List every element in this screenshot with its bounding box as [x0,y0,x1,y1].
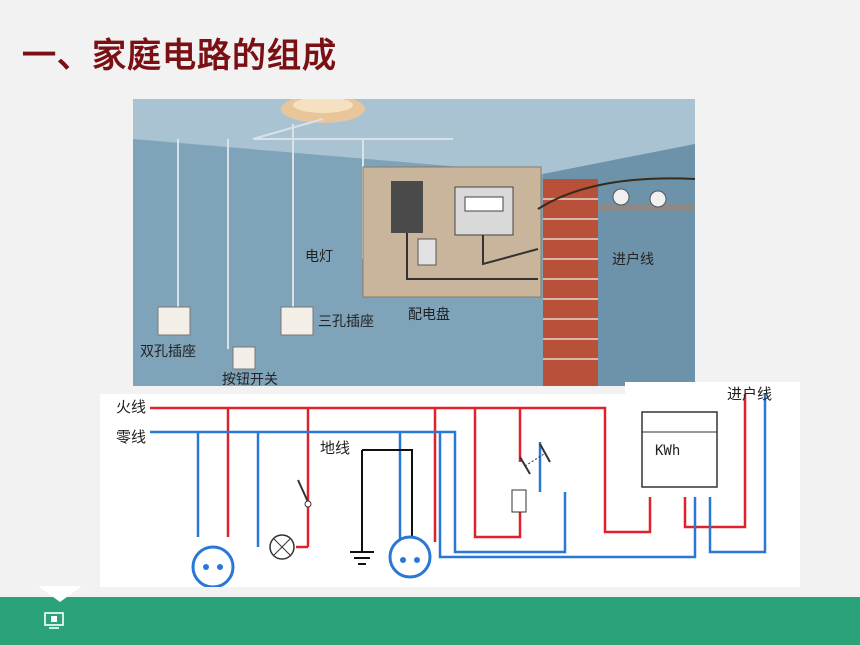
footer-notch [38,586,82,602]
label-incoming-diagram: 进户线 [727,385,773,403]
slide-title: 一、家庭电路的组成 [22,36,337,76]
switch-symbol [297,479,309,503]
distribution-panel [362,166,542,298]
three-hole-socket-symbol [388,535,432,579]
label-panel: 配电盘 [408,307,450,323]
push-switch [232,346,256,370]
label-incoming-illustration: 进户线 [612,252,654,268]
label-lamp: 电灯 [305,249,333,265]
three-hole-socket [280,306,314,336]
neutral-wire [150,394,767,559]
two-hole-socket-symbol [191,545,235,587]
label-meter: KWh [655,443,681,459]
footer-bar [0,597,860,645]
meter-box [641,411,718,488]
fuse-symbol [511,489,527,513]
label-two-hole-socket: 双孔插座 [140,344,196,360]
brick-column [543,179,598,386]
label-live-wire: 火线 [116,398,147,416]
ground-wire [350,449,413,565]
label-neutral-wire: 零线 [116,428,147,446]
household-wiring-illustration [133,99,695,386]
circuit-diagram [100,382,800,587]
two-hole-socket [157,306,191,336]
label-ground-wire: 地线 [320,439,351,457]
presentation-icon[interactable] [44,612,64,630]
live-wire [150,394,747,549]
label-push-switch: 按钮开关 [222,372,278,388]
label-three-hole-socket: 三孔插座 [318,314,374,330]
